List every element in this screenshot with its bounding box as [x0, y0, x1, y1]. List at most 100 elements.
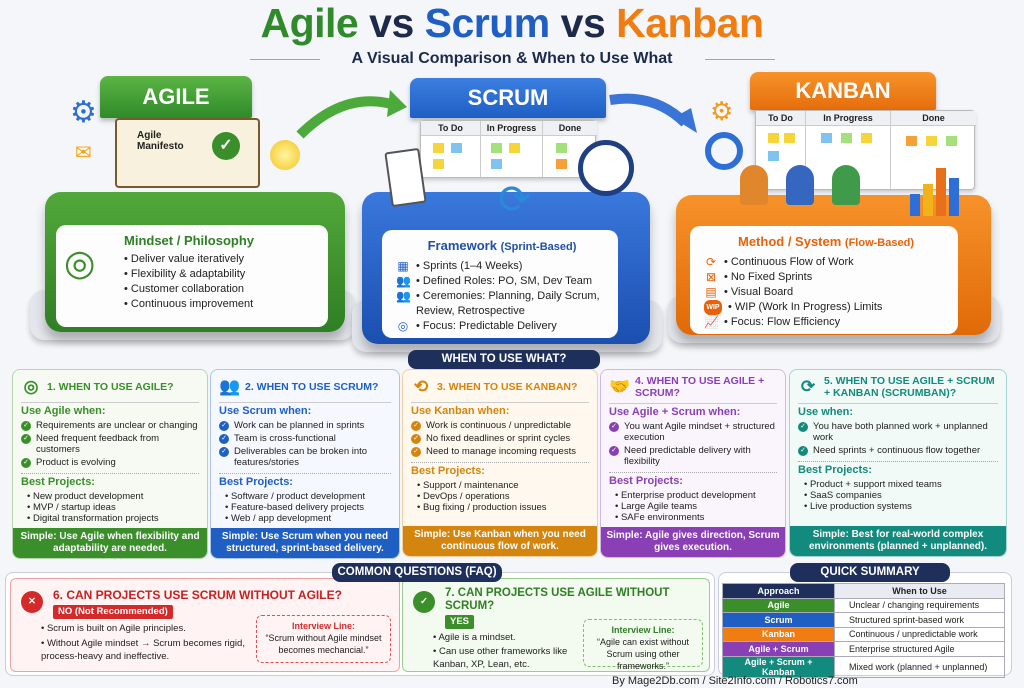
team-icon: 👥	[396, 274, 411, 288]
best-heading: Best Projects:	[21, 476, 95, 488]
use-heading: Use when:	[798, 406, 854, 418]
divider	[250, 59, 320, 60]
best-heading: Best Projects:	[219, 476, 293, 488]
team-members	[740, 165, 880, 205]
project-item: Live production systems	[804, 501, 998, 512]
kanban-heading-sub: (Flow-Based)	[844, 237, 914, 249]
simple-summary: Simple: Use Scrum when you need structur…	[211, 528, 399, 558]
card-icon: 🤝	[609, 377, 631, 396]
answer-badge: NO (Not Recommended)	[53, 605, 173, 619]
card-title: 4. WHEN TO USE AGILE + SCRUM?	[635, 375, 765, 399]
bullet: WIP• WIP (Work In Progress) Limits	[704, 300, 948, 315]
faq-title: 6. CAN PROJECTS USE SCRUM WITHOUT AGILE?	[53, 588, 342, 602]
card-title: 1. WHEN TO USE AGILE?	[47, 380, 174, 393]
calendar-icon: ▦	[397, 259, 409, 273]
wip-icon: WIP	[704, 300, 722, 315]
use-heading: Use Agile + Scrum when:	[609, 406, 741, 418]
when-cell: Structured sprint-based work	[834, 612, 1005, 628]
table-header: Approach	[722, 583, 835, 599]
simple-summary: Simple: Use Agile when flexibility and a…	[13, 528, 207, 558]
target-icon: ◎	[64, 242, 96, 283]
target-icon: ◎	[397, 319, 409, 333]
board-icon: ▤	[705, 285, 717, 299]
card-title: 3. WHEN TO USE KANBAN?	[437, 380, 578, 393]
title-kanban: Kanban	[616, 0, 764, 46]
person-icon	[740, 165, 768, 205]
project-item: Digital transformation projects	[27, 513, 199, 524]
check-icon: ✓	[798, 422, 808, 432]
when-cell: Unclear / changing requirements	[834, 597, 1005, 613]
project-item: Enterprise product development	[615, 490, 777, 501]
sprint-cycle-icon: ⟳	[498, 178, 532, 222]
check-item: ✓Work is continuous / unpredictable	[411, 420, 589, 431]
faq-title: 7. CAN PROJECTS USE AGILE WITHOUT SCRUM?	[445, 587, 670, 612]
project-item: SAFe environments	[615, 512, 777, 523]
bullet: • Flexibility & adaptability	[124, 268, 246, 280]
kanban-label: KANBAN	[750, 72, 936, 110]
check-item: ✓Work can be planned in sprints	[219, 420, 391, 431]
title-vs: vs	[358, 0, 425, 46]
check-icon: ✓	[609, 446, 619, 456]
check-item: ✓Need to manage incoming requests	[411, 446, 589, 457]
project-item: Software / product development	[225, 491, 391, 502]
bullet: ⟳• Continuous Flow of Work	[705, 255, 854, 269]
when-card-5: ⟳5. WHEN TO USE AGILE + SCRUM + KANBAN (…	[789, 369, 1007, 557]
bullet: 📈• Focus: Flow Efficiency	[704, 315, 841, 329]
approach-cell: Kanban	[722, 626, 835, 642]
check-item: ✓Deliverables can be broken into feature…	[219, 446, 391, 468]
when-cell: Continuous / unpredictable work	[834, 626, 1005, 642]
faq-card-7: ✓ 7. CAN PROJECTS USE AGILE WITHOUT SCRU…	[402, 578, 710, 672]
project-item: SaaS companies	[804, 490, 998, 501]
simple-summary: Simple: Best for real-world complex envi…	[790, 526, 1006, 556]
best-heading: Best Projects:	[411, 465, 485, 477]
check-icon: ✓	[413, 591, 435, 613]
book-title: Agile Manifesto	[137, 130, 184, 152]
person-icon	[832, 165, 860, 205]
bullet: 👥• Ceremonies: Planning, Daily Scrum, Re…	[396, 289, 600, 317]
title-scrum: Scrum	[424, 0, 551, 46]
bullet: ▤• Visual Board	[705, 285, 794, 299]
divider	[705, 59, 775, 60]
title-vs: vs	[549, 0, 617, 46]
subtitle: A Visual Comparison & When to Use What	[351, 50, 673, 67]
card-icon: 👥	[219, 376, 241, 396]
approach-cell: Scrum	[722, 612, 835, 628]
check-icon: ✓	[219, 434, 229, 444]
column-header: To Do	[421, 121, 480, 136]
use-heading: Use Kanban when:	[411, 405, 510, 417]
agile-manifesto-book: Agile Manifesto ✓	[115, 118, 260, 188]
faq-bullets: • Scrum is built on Agile principles.• W…	[41, 623, 245, 662]
project-item: Bug fixing / production issues	[417, 502, 589, 513]
column-header: To Do	[756, 111, 805, 126]
bullet: ▦• Sprints (1–4 Weeks)	[397, 259, 523, 273]
when-to-use-badge: WHEN TO USE WHAT?	[408, 350, 600, 369]
kanban-heading: Method / System	[738, 234, 842, 249]
check-icon: ✓	[411, 434, 421, 444]
approach-cell: Agile + Scrum + Kanban	[722, 655, 835, 678]
check-icon: ✓	[798, 446, 808, 456]
title-agile: Agile	[260, 0, 359, 46]
best-heading: Best Projects:	[609, 475, 683, 487]
project-item: Feature-based delivery projects	[225, 502, 391, 513]
column-header: In Progress	[481, 121, 542, 136]
footer-credits: By Mage2Db.com / Site2Info.com / Robotic…	[612, 675, 858, 687]
calendar-x-icon: ⊠	[705, 270, 717, 284]
agile-panel: ◎ Mindset / Philosophy • Deliver value i…	[56, 225, 328, 327]
clipboard-icon	[384, 147, 427, 208]
refresh-icon: ⟳	[705, 255, 717, 269]
gear-icon: ⚙	[70, 96, 97, 129]
check-icon: ✓	[411, 447, 421, 457]
column-header: In Progress	[806, 111, 890, 126]
column-header: Done	[891, 111, 976, 126]
check-item: ✓Need frequent feedback from customers	[21, 433, 199, 455]
arrow-icon	[296, 90, 407, 139]
check-icon: ✓	[411, 421, 421, 431]
when-card-4: 🤝4. WHEN TO USE AGILE + SCRUM? Use Agile …	[600, 369, 786, 558]
check-icon: ✓	[212, 132, 240, 160]
check-item: ✓Product is evolving	[21, 457, 199, 468]
gear-icon: ⚙	[710, 96, 734, 126]
best-heading: Best Projects:	[798, 464, 872, 476]
